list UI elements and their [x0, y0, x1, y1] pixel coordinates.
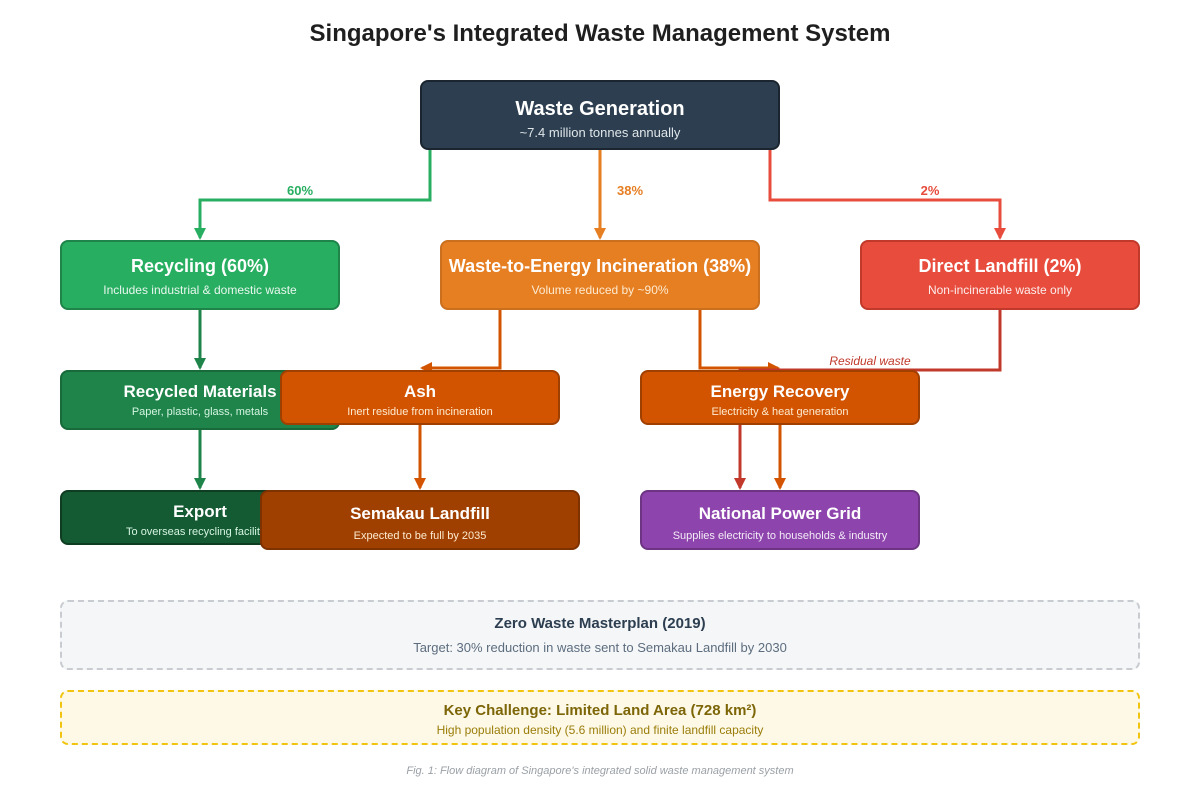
- edge-label-landfill: 2%: [921, 183, 940, 198]
- masterplan-text: Target: 30% reduction in waste sent to S…: [413, 640, 787, 655]
- challenge-text: High population density (5.6 million) an…: [436, 723, 764, 737]
- node-subtitle: Inert residue from incineration: [347, 406, 493, 418]
- diagram-title: Singapore's Integrated Waste Management …: [309, 20, 891, 47]
- arrow-generation-to-landfill: [768, 150, 1006, 240]
- node-title: Recycling (60%): [130, 256, 270, 276]
- node-title: Energy Recovery: [710, 382, 850, 401]
- arrow-incineration-to-ash: [420, 310, 502, 374]
- node-national-power-grid: National Power Grid Supplies electricity…: [640, 490, 920, 550]
- node-title: Waste-to-Energy Incineration (38%): [448, 256, 752, 276]
- node-subtitle: Supplies electricity to households & ind…: [672, 530, 888, 542]
- node-title: Export: [173, 502, 227, 521]
- masterplan-title: Zero Waste Masterplan (2019): [494, 615, 706, 632]
- node-title: Ash: [403, 382, 437, 401]
- node-subtitle: To overseas recycling facilities: [126, 526, 274, 538]
- node-title: Direct Landfill (2%): [918, 256, 1082, 276]
- node-recycling: Recycling (60%) Includes industrial & do…: [60, 240, 340, 310]
- edge-label-incineration: 38%: [617, 183, 643, 198]
- figure-caption: Fig. 1: Flow diagram of Singapore's inte…: [406, 765, 794, 777]
- node-title: Waste Generation: [515, 98, 685, 120]
- node-subtitle: Includes industrial & domestic waste: [103, 283, 297, 297]
- node-ash: Ash Inert residue from incineration: [280, 370, 560, 425]
- node-subtitle: Volume reduced by ~90%: [531, 283, 669, 297]
- challenge-title: Key Challenge: Limited Land Area (728 km…: [443, 702, 757, 719]
- node-incineration: Waste-to-Energy Incineration (38%) Volum…: [440, 240, 760, 310]
- node-title: Semakau Landfill: [350, 504, 490, 523]
- node-subtitle: ~7.4 million tonnes annually: [519, 125, 681, 140]
- arrow-incineration-to-energy: [698, 310, 780, 374]
- edge-label-recycling: 60%: [287, 183, 313, 198]
- node-subtitle: Paper, plastic, glass, metals: [131, 406, 269, 418]
- node-subtitle: Expected to be full by 2035: [353, 530, 487, 542]
- node-semakau-landfill: Semakau Landfill Expected to be full by …: [260, 490, 580, 550]
- node-title: Recycled Materials: [123, 382, 277, 401]
- node-direct-landfill: Direct Landfill (2%) Non-incinerable was…: [860, 240, 1140, 310]
- node-title: National Power Grid: [698, 504, 862, 523]
- edge-label-residual: Residual waste: [829, 354, 911, 368]
- node-energy-recovery: Energy Recovery Electricity & heat gener…: [640, 370, 920, 425]
- masterplan-panel: Zero Waste Masterplan (2019) Target: 30%…: [60, 600, 1140, 670]
- node-subtitle: Electricity & heat generation: [711, 406, 849, 418]
- node-waste-generation: Waste Generation ~7.4 million tonnes ann…: [420, 80, 780, 150]
- arrow-generation-to-recycling: [194, 150, 432, 240]
- node-subtitle: Non-incinerable waste only: [927, 283, 1073, 297]
- challenge-panel: Key Challenge: Limited Land Area (728 km…: [60, 690, 1140, 745]
